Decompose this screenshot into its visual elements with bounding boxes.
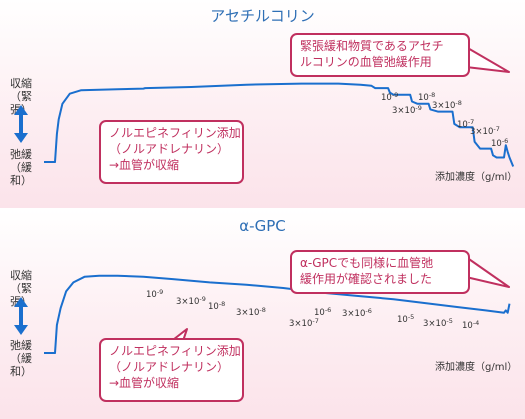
concentration-label: 3×10-9	[176, 295, 206, 307]
callout-norepinephrine: ノルエピネフィリン添加 （ノルアドレナリン） →血管が収縮	[99, 338, 244, 402]
concentration-label: 3×10-5	[423, 317, 453, 329]
concentration-label: 10-4	[462, 319, 479, 331]
x-axis-label: 添加濃度（g/ml）	[435, 362, 518, 373]
concentration-label: 3×10-8	[432, 99, 462, 111]
concentration-label: 10-9	[381, 91, 398, 103]
panel-title: アセチルコリン	[210, 7, 315, 25]
callout-acetylcholine-effect: 緊張緩和物質であるアセチ ルコリンの血管弛緩作用	[290, 33, 470, 77]
concentration-label: 3×10-6	[342, 307, 372, 319]
concentration-label: 3×10-9	[392, 104, 422, 116]
y-label-bottom-line1: 弛緩	[10, 148, 32, 161]
y-label-bottom: 弛緩 （緩和）	[2, 148, 40, 187]
concentration-label: 3×10-7	[289, 317, 319, 329]
callout-alpha-gpc-effect: α-GPCでも同様に血管弛 緩作用が確認されました	[290, 250, 470, 294]
concentration-label: 10-8	[208, 300, 225, 312]
callout-tail-icon	[465, 46, 510, 73]
series-line	[44, 274, 511, 354]
double-arrow-icon	[14, 297, 28, 335]
y-label-top-line1: 収縮	[10, 269, 32, 282]
series-line	[44, 82, 515, 167]
y-label-top-line1: 収縮	[10, 77, 32, 90]
line-chart: 10-9 3×10-910-8 3×10-8 3×10-710-6 3×10-6 10-5…	[44, 274, 511, 354]
callout-norepinephrine: ノルエピネフィリン添加 （ノルアドレナリン） →血管が収縮	[99, 120, 244, 184]
double-arrow-icon	[14, 105, 28, 143]
callout-tail-icon	[465, 256, 510, 288]
concentration-label: 10-9	[146, 288, 163, 300]
panel-title: α-GPC	[239, 217, 286, 235]
concentration-label: 3×10-8	[236, 306, 266, 318]
y-label-bottom: 弛緩 （緩和）	[2, 339, 40, 378]
y-label-bottom-line2: （緩和）	[10, 161, 32, 187]
y-label-bottom-line2: （緩和）	[10, 352, 32, 378]
concentration-label: 10-6	[314, 306, 331, 318]
line-chart: 10-93×10-910-83×10-810-73×10-710-6	[44, 82, 515, 167]
concentration-label: 10-5	[397, 313, 414, 325]
y-label-bottom-line1: 弛緩	[10, 339, 32, 352]
x-axis-label: 添加濃度（g/ml）	[435, 172, 518, 183]
concentration-label: 3×10-7	[470, 125, 500, 137]
